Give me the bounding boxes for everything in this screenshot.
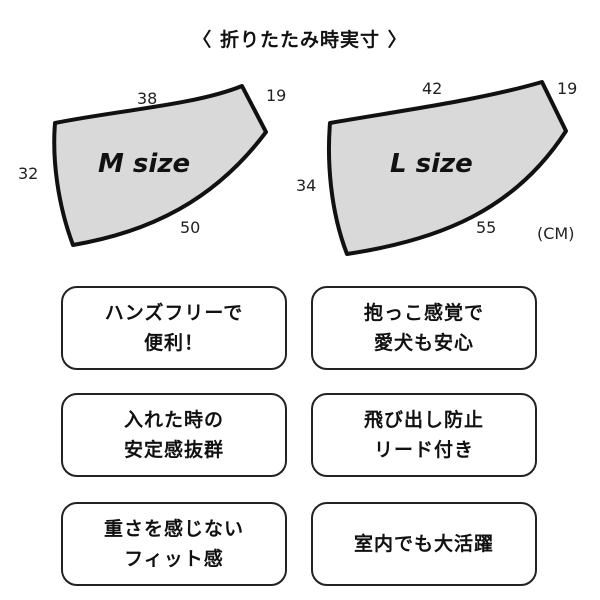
l-size-left-dimension: 34 xyxy=(296,176,316,195)
m-size-shape xyxy=(52,84,268,247)
feature-text: 重さを感じない フィット感 xyxy=(103,518,244,570)
m-size-top-dimension: 38 xyxy=(137,89,157,108)
feature-box-stability: 入れた時の 安定感抜群 xyxy=(61,393,287,477)
feature-text: ハンズフリーで 便利！ xyxy=(104,302,244,354)
feature-box-indoor: 室内でも大活躍 xyxy=(311,502,537,586)
diagram-title: 〈 折りたたみ時実寸 〉 xyxy=(192,29,408,51)
folded-size-diagram: M size 38 19 32 50 L size 42 19 34 55 (C… xyxy=(18,79,577,256)
l-size-top-dimension: 42 xyxy=(422,79,442,98)
l-size-bottom-dimension: 55 xyxy=(476,218,496,237)
m-size-bottom-dimension: 50 xyxy=(180,218,200,237)
feature-box-leash: 飛び出し防止 リード付き xyxy=(311,393,537,477)
feature-text: 飛び出し防止 リード付き xyxy=(363,409,484,461)
l-size-label: L size xyxy=(390,149,473,179)
feature-text: 室内でも大活躍 xyxy=(353,533,494,555)
l-size-shape xyxy=(327,80,568,256)
unit-label: (CM) xyxy=(537,224,574,243)
m-size-label: M size xyxy=(98,149,190,179)
m-size-left-dimension: 32 xyxy=(18,164,38,183)
feature-box-carry-feel: 抱っこ感覚で 愛犬も安心 xyxy=(311,286,537,370)
m-size-side-dimension: 19 xyxy=(266,86,286,105)
feature-text: 入れた時の 安定感抜群 xyxy=(123,409,224,461)
feature-box-hands-free: ハンズフリーで 便利！ xyxy=(61,286,287,370)
feature-text: 抱っこ感覚で 愛犬も安心 xyxy=(363,302,484,354)
l-size-side-dimension: 19 xyxy=(557,79,577,98)
feature-box-lightweight: 重さを感じない フィット感 xyxy=(61,502,287,586)
